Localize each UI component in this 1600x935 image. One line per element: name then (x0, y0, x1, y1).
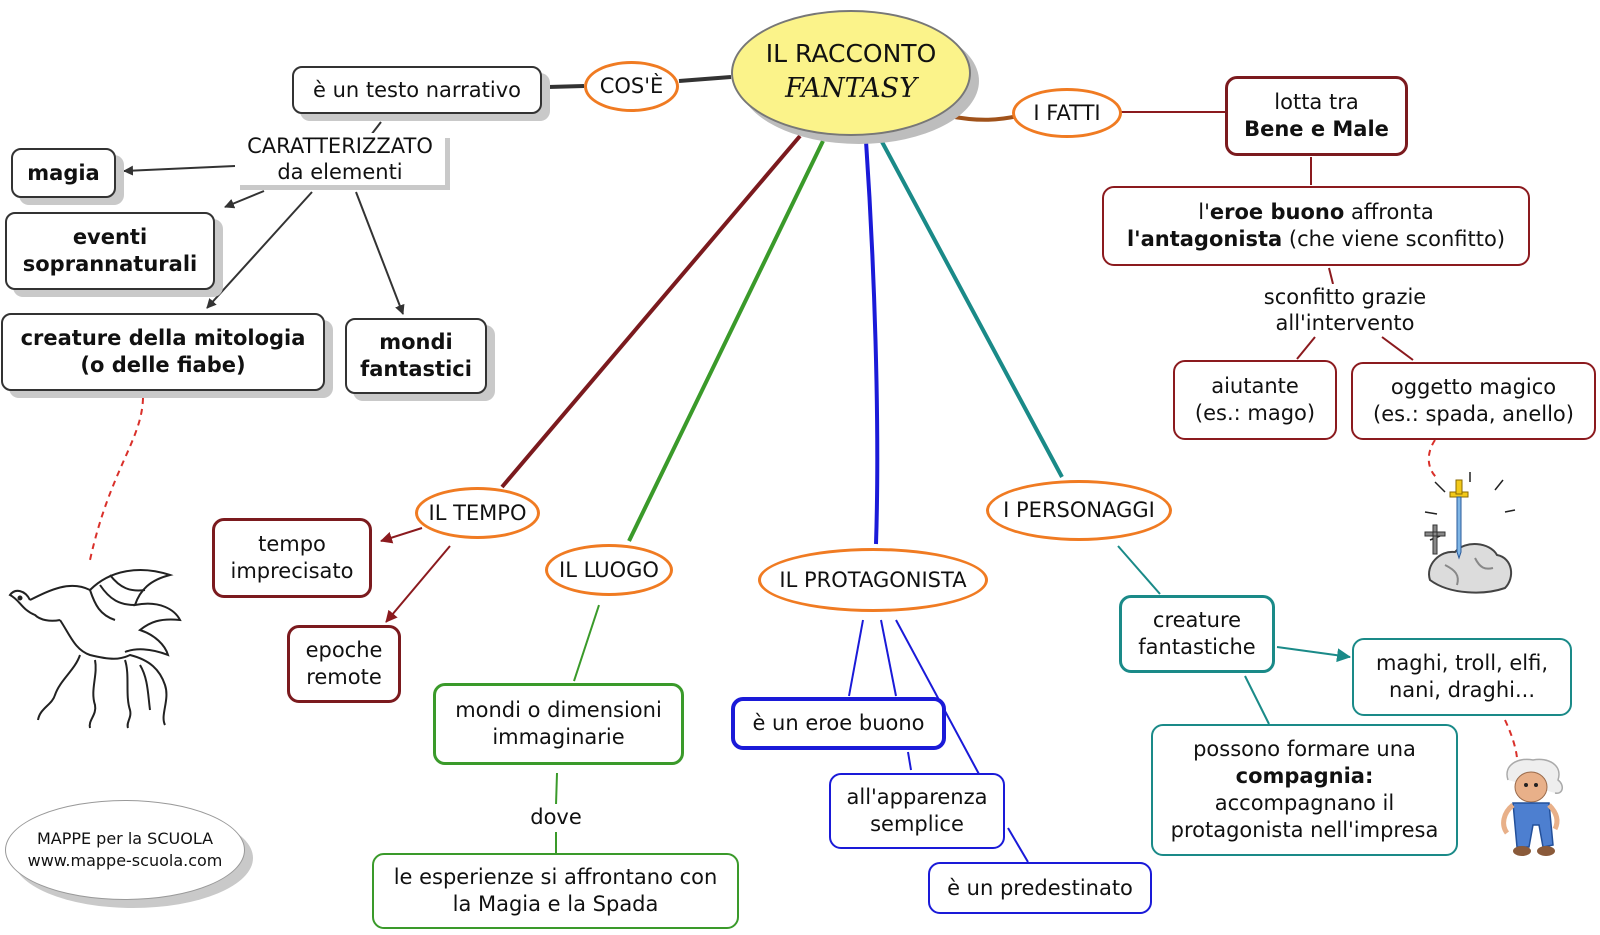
eroe-buono-text: è un eroe buono (752, 711, 925, 735)
tempo-label: IL TEMPO (415, 487, 540, 539)
compagnia-line1: possono formare una (1193, 737, 1416, 761)
lotta-line2: Bene e Male (1244, 117, 1389, 141)
caratterizzato-label: CARATTERIZZATO da elementi (235, 133, 445, 185)
cose-text: COS'È (599, 74, 664, 98)
footer-line2: www.mappe-scuola.com (27, 851, 223, 870)
aiutante-box: aiutante (es.: mago) (1173, 360, 1337, 440)
magia-box: magia (11, 148, 116, 198)
antagonista-bold: l'antagonista (1126, 227, 1283, 251)
maghi-troll-line2: nani, draghi... (1388, 678, 1535, 702)
esperienze-line1: le esperienze si affrontano con (393, 865, 718, 889)
mappe-footer: MAPPE per la SCUOLA www.mappe-scuola.com (5, 800, 245, 900)
compagnia-line3: accompagnano il (1214, 791, 1395, 815)
testo-narrativo-text: è un testo narrativo (312, 77, 522, 102)
sconfitto-line2: all'intervento (1275, 311, 1415, 335)
sconfitto-label: sconfitto grazie all'intervento (1250, 284, 1440, 336)
personaggi-label: I PERSONAGGI (986, 480, 1172, 541)
aiutante-line1: aiutante (1211, 374, 1299, 398)
esperienze-line2: la Magia e la Spada (452, 892, 659, 916)
eroe-buono-box: è un eroe buono (731, 697, 946, 750)
compagnia-box: possono formare una compagnia: accompagn… (1151, 724, 1458, 856)
maghi-troll-line1: maghi, troll, elfi, (1375, 651, 1549, 675)
eroe-antagonista-line1: l'eroe buono affronta (1198, 199, 1433, 226)
magia-text: magia (27, 160, 100, 185)
luogo-text: IL LUOGO (559, 557, 659, 582)
tempo-imprecisato-box: tempo imprecisato (212, 518, 372, 598)
oggetto-magico-line1: oggetto magico (1390, 375, 1557, 399)
eroe-prefix: l' (1198, 200, 1210, 224)
central-subtitle: FANTASY (785, 73, 917, 104)
compagnia-line4: protagonista nell'impresa (1170, 818, 1439, 842)
sconfitto-line1: sconfitto grazie (1263, 285, 1427, 309)
eroe-antagonista-box: l'eroe buono affronta l'antagonista (che… (1102, 186, 1530, 266)
creature-fantastiche-box: creature fantastiche (1119, 595, 1275, 673)
creature-fantastiche-line2: fantastiche (1138, 635, 1256, 659)
caratterizzato-line1: CARATTERIZZATO (247, 134, 433, 158)
eroe-suffix: affronta (1344, 200, 1434, 224)
oggetto-magico-line2: (es.: spada, anello) (1373, 402, 1574, 426)
protagonista-text: IL PROTAGONISTA (779, 567, 967, 592)
mondi-fantastici-line1: mondi (379, 330, 453, 354)
apparenza-box: all'apparenza semplice (829, 773, 1005, 849)
esperienze-box: le esperienze si affrontano con la Magia… (372, 853, 739, 929)
eventi-line2: soprannaturali (22, 252, 198, 276)
tempo-text: IL TEMPO (428, 500, 527, 525)
pegasus-icon (8, 569, 182, 729)
epoche-remote-line1: epoche (305, 638, 383, 662)
compagnia-line2: compagnia: (1235, 764, 1374, 788)
footer-line1: MAPPE per la SCUOLA (36, 829, 214, 848)
apparenza-line2: semplice (870, 812, 964, 836)
central-title: IL RACCONTO (765, 39, 937, 68)
testo-narrativo-box: è un testo narrativo (292, 66, 542, 114)
creature-mitologia-line2: (o delle fiabe) (80, 353, 246, 377)
eventi-line1: eventi (72, 225, 148, 249)
fatti-text: I FATTI (1033, 100, 1101, 125)
apparenza-line1: all'apparenza (846, 785, 988, 809)
lotta-box: lotta tra Bene e Male (1225, 76, 1408, 156)
epoche-remote-line2: remote (306, 665, 382, 689)
lotta-line1: lotta tra (1274, 90, 1359, 114)
tempo-imprecisato-line1: tempo (258, 532, 326, 556)
eroe-bold: eroe buono (1209, 200, 1345, 224)
sword-in-stone-icon (1424, 472, 1516, 594)
creature-mitologia-box: creature della mitologia (o delle fiabe) (1, 313, 325, 391)
cose-label: COS'È (584, 61, 679, 112)
eventi-box: eventi soprannaturali (5, 212, 215, 290)
oggetto-magico-box: oggetto magico (es.: spada, anello) (1351, 362, 1596, 440)
epoche-remote-box: epoche remote (287, 625, 401, 703)
creature-mitologia-line1: creature della mitologia (20, 326, 306, 350)
predestinato-text: è un predestinato (947, 875, 1133, 900)
predestinato-box: è un predestinato (928, 862, 1152, 914)
elf-icon (1501, 758, 1563, 856)
mondi-dimensioni-line1: mondi o dimensioni (455, 698, 662, 722)
eroe-antagonista-line2: l'antagonista (che viene sconfitto) (1127, 226, 1505, 253)
maghi-troll-box: maghi, troll, elfi, nani, draghi... (1352, 638, 1572, 716)
personaggi-text: I PERSONAGGI (1003, 498, 1155, 522)
mondi-dimensioni-line2: immaginarie (492, 725, 625, 749)
fatti-label: I FATTI (1012, 88, 1122, 138)
mondi-fantastici-box: mondi fantastici (345, 318, 487, 394)
aiutante-line2: (es.: mago) (1194, 401, 1316, 425)
antagonista-suffix: (che viene sconfitto) (1282, 227, 1506, 251)
luogo-label: IL LUOGO (545, 544, 673, 596)
creature-fantastiche-line1: creature (1152, 608, 1242, 632)
tempo-imprecisato-line2: imprecisato (230, 559, 354, 583)
dove-label: dove (516, 804, 596, 830)
central-topic: IL RACCONTO FANTASY (731, 10, 971, 136)
caratterizzato-line2: da elementi (277, 160, 403, 184)
protagonista-label: IL PROTAGONISTA (758, 548, 988, 612)
mondi-fantastici-line2: fantastici (360, 357, 472, 381)
mondi-dimensioni-box: mondi o dimensioni immaginarie (433, 683, 684, 765)
